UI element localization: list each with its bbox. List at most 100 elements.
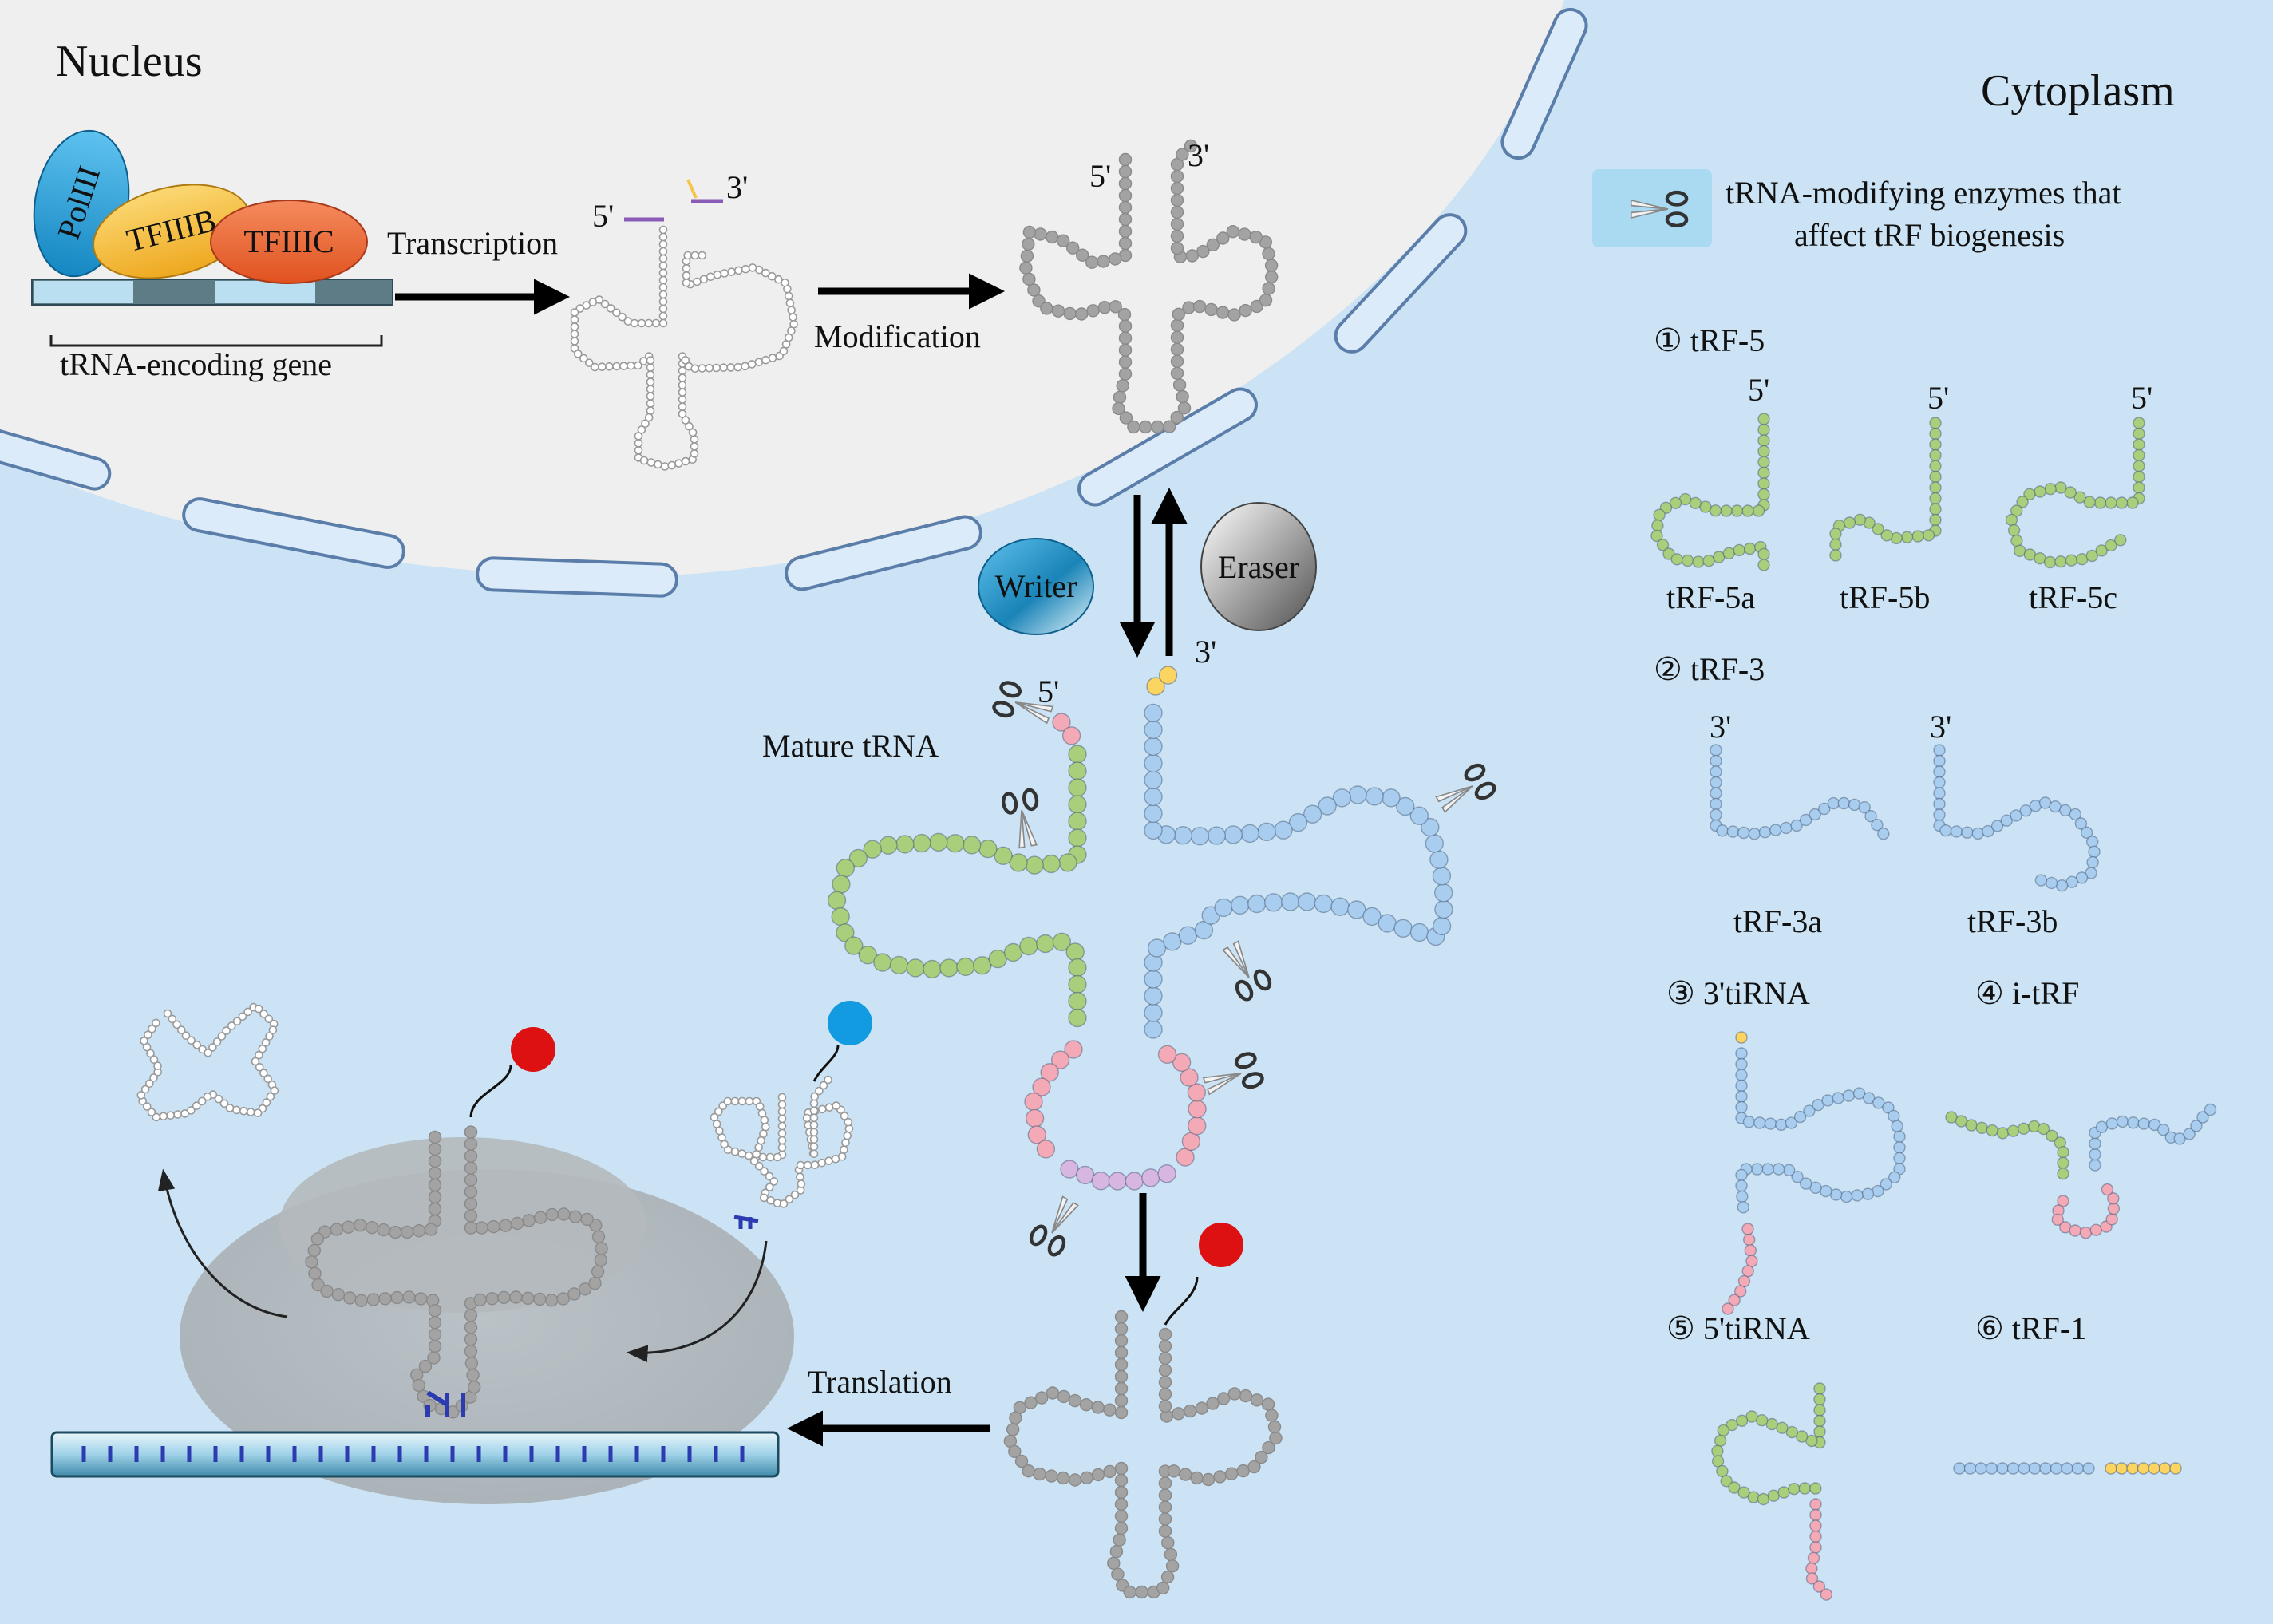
nucleotide <box>612 308 621 318</box>
nucleotide <box>145 1079 154 1089</box>
nucleotide <box>646 385 655 393</box>
nucleotide <box>644 318 654 328</box>
svg-text:5': 5' <box>592 198 614 234</box>
nucleotide <box>733 266 743 275</box>
nucleotide <box>1757 456 1770 468</box>
nucleotide <box>1735 1031 1748 1044</box>
nucleotide <box>1933 808 1946 821</box>
nucleotide <box>1864 810 1877 823</box>
nucleotide <box>1249 231 1263 244</box>
nucleotide <box>1777 1486 1790 1499</box>
nucleotide <box>1158 1363 1172 1377</box>
nucleotide-chain <box>1933 744 2101 892</box>
nucleotide <box>1837 796 1851 810</box>
nucleotide <box>1745 1410 1758 1423</box>
nucleotide-chain <box>1953 1462 2095 1475</box>
nucleotide <box>2006 1124 2020 1137</box>
nucleotide <box>203 1092 212 1101</box>
nucleotide <box>2126 1462 2139 1475</box>
nucleotide <box>693 277 702 286</box>
nucleotide-chain <box>1144 703 1453 1039</box>
nucleotide <box>1929 438 1942 451</box>
nucleotide <box>1714 1434 1727 1448</box>
tfiiib-protein: TFIIIB <box>93 184 251 279</box>
svg-text:5': 5' <box>1038 674 1059 709</box>
legend-itrf: ④ i-tRF <box>1945 975 2217 1239</box>
nucleotide <box>2059 804 2072 817</box>
nucleotide <box>634 446 643 455</box>
nucleotide <box>843 1131 852 1140</box>
nucleotide <box>1058 853 1077 872</box>
nucleotide <box>2043 555 2057 569</box>
nucleotide <box>737 1149 746 1158</box>
nucleotide <box>690 251 700 260</box>
nucleotide <box>2114 534 2127 547</box>
eraser-enzyme: Eraser <box>1200 502 1317 631</box>
nucleotide <box>2133 448 2145 462</box>
nucleotide <box>255 1050 263 1060</box>
nucleotide <box>192 1041 201 1049</box>
nucleotide <box>2071 1462 2085 1475</box>
nucleotide <box>1118 367 1133 381</box>
nucleotide <box>1264 259 1279 272</box>
nucleotide <box>1052 932 1072 952</box>
nucleotide <box>225 1104 235 1112</box>
nucleotide <box>2148 1118 2161 1132</box>
nucleotide <box>2158 1462 2172 1475</box>
nucleotide <box>1068 958 1087 978</box>
nucleotide <box>1365 787 1384 806</box>
nucleotide <box>522 1214 536 1227</box>
nucleotide <box>827 891 847 911</box>
nucleotide <box>428 1303 442 1318</box>
svg-text:3': 3' <box>1195 634 1216 670</box>
nucleotide <box>2105 539 2117 552</box>
nucleotide <box>259 1069 268 1077</box>
nucleotide <box>310 1232 325 1246</box>
nucleotide <box>1046 1386 1060 1400</box>
nucleotide <box>1032 1077 1051 1096</box>
nucleotide <box>342 1220 355 1234</box>
nucleotide <box>2073 491 2086 504</box>
nucleotide <box>1362 907 1382 927</box>
nucleotide <box>1022 237 1035 251</box>
nucleotide <box>258 1044 267 1053</box>
nucleotide <box>1118 331 1133 345</box>
nucleotide <box>802 1113 812 1123</box>
nucleotide <box>1157 1164 1176 1183</box>
nucleotide <box>1812 1098 1824 1112</box>
nucleotide <box>389 1225 402 1239</box>
nucleotide <box>588 298 598 306</box>
nucleotide <box>768 354 777 362</box>
nucleotide <box>2137 1117 2150 1130</box>
nucleotide <box>906 958 925 978</box>
nucleotide <box>1832 1092 1845 1104</box>
nucleotide <box>809 1106 819 1116</box>
nucleotide-chain <box>1019 139 1279 434</box>
nucleotide <box>1075 1165 1095 1185</box>
nucleotide <box>1996 1462 2009 1475</box>
nucleotide-chain <box>710 1075 854 1208</box>
nucleotide <box>238 1012 247 1021</box>
modified-trna-nucleus: 5' 3' <box>1019 137 1279 434</box>
nucleotide <box>1139 420 1152 434</box>
nucleotide <box>1119 411 1133 425</box>
nucleotide <box>1871 818 1884 832</box>
nucleotide <box>1929 503 1942 516</box>
nucleotide <box>1027 283 1041 297</box>
nucleotide <box>1737 1274 1751 1288</box>
nucleotide <box>2133 417 2145 429</box>
scissors-icons <box>992 681 1496 1257</box>
nucleotide <box>2075 871 2089 884</box>
nucleotide <box>243 1007 253 1017</box>
nucleotide <box>1670 553 1683 566</box>
svg-text:tRF-5c: tRF-5c <box>2029 579 2117 615</box>
nucleotide <box>1753 1116 1766 1129</box>
nucleotide <box>598 362 607 372</box>
nucleotide <box>428 1190 442 1204</box>
nucleotide <box>1206 238 1220 251</box>
nucleotide <box>1709 504 1722 517</box>
nucleotide <box>1158 666 1178 685</box>
nucleotide <box>1748 828 1761 840</box>
nucleotide <box>682 278 691 287</box>
nucleotide <box>143 1102 152 1111</box>
